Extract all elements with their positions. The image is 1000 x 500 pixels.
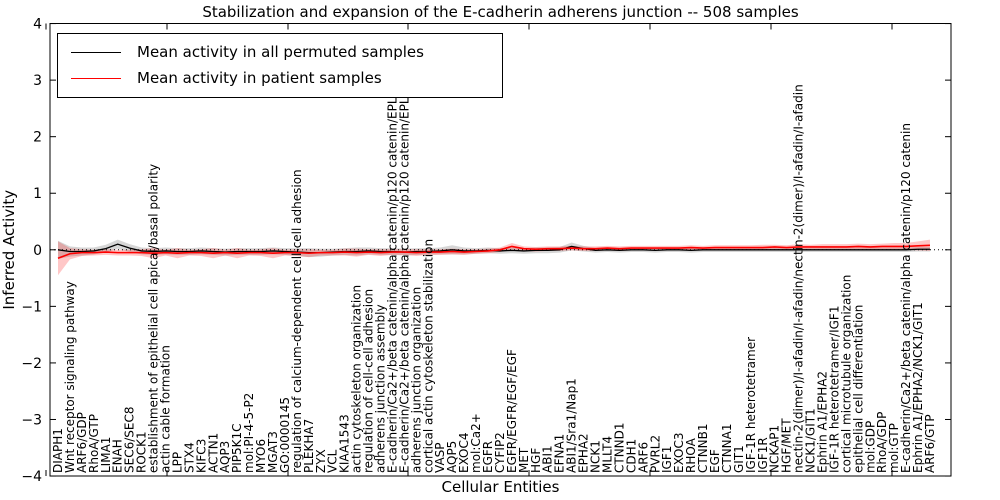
- y-tick-label: −2: [21, 356, 42, 372]
- x-tick-label: IGF1R: [756, 437, 770, 473]
- x-tick-label: nectin-2(dimer)/I-afadin/I-afadin/nectin…: [792, 84, 806, 473]
- y-tick-label: 0: [33, 243, 42, 259]
- x-tick-label: PVRL2: [648, 435, 662, 473]
- x-tick-label: NCK1/GIT1: [804, 408, 818, 473]
- y-tick-label: 3: [33, 73, 42, 89]
- x-tick-label: actin cable formation: [159, 345, 173, 473]
- x-tick-label: GO:0000145: [278, 397, 292, 473]
- x-tick-label: CYFIP2: [493, 432, 507, 473]
- x-tick-label: MLLT4: [600, 436, 614, 473]
- x-tick-label: ENAH: [111, 439, 125, 473]
- x-tick-label: MET: [517, 447, 531, 473]
- x-tick-label: HGF/MET: [780, 418, 794, 473]
- legend-label-patient: Mean activity in patient samples: [137, 69, 382, 87]
- x-tick-label: HGF: [529, 448, 543, 473]
- x-tick-label: PIP5K1C: [230, 423, 244, 473]
- x-tick-label: ZYX: [314, 449, 328, 473]
- y-tick-label: −1: [21, 299, 42, 315]
- x-tick-label: GIT1: [732, 445, 746, 473]
- confidence-band-patient: [58, 239, 930, 276]
- x-tick-label: ACTN1: [206, 433, 220, 473]
- x-tick-label: IGF1: [660, 446, 674, 473]
- x-tick-label: ARF6/GTP: [923, 414, 937, 473]
- x-tick-label: E-cadherin/Ca2+/beta catenin/alpha caten…: [899, 123, 913, 473]
- x-tick-label: IGF-1R heterotetramer/IGF1: [827, 306, 841, 473]
- x-tick-label: regulation of calcium-dependent cell-cel…: [290, 169, 304, 473]
- x-tick-label: MYO6: [254, 439, 268, 473]
- x-tick-label: VCL: [326, 449, 340, 473]
- y-tick-label: 1: [33, 186, 42, 202]
- x-tick-label: mol:Ca2+: [469, 413, 483, 473]
- y-tick-label: −3: [21, 412, 42, 428]
- x-tick-label: Ephrin A1/EPHA2: [815, 371, 829, 473]
- legend-item-patient: Mean activity in patient samples: [71, 71, 502, 86]
- x-tick-label: LPP: [170, 452, 184, 473]
- confidence-band-permuted: [58, 239, 930, 259]
- y-axis-label: Inferred Activity: [0, 190, 18, 310]
- x-tick-label: EGFR/EGFR/EGF/EGF: [505, 349, 519, 473]
- x-tick-label: ARF6: [636, 442, 650, 473]
- x-tick-label: DIAPH1: [51, 428, 65, 473]
- x-tick-label: EXOC4: [457, 433, 471, 474]
- x-tick-label: actin cytoskeleton organization: [350, 285, 364, 473]
- x-tick-label: EXOC3: [672, 433, 686, 474]
- x-tick-label: mol:GTP: [887, 423, 901, 473]
- x-tick-label: CTNNB1: [696, 423, 710, 473]
- x-tick-label: cortical microtubule organization: [839, 275, 853, 473]
- x-tick-label: EFNA1: [553, 434, 567, 473]
- legend-line-patient-icon: [71, 78, 121, 79]
- x-axis-label: Cellular Entities: [442, 478, 560, 496]
- x-tick-label: CDH1: [624, 439, 638, 473]
- x-tick-label: SEC6/SEC8: [123, 407, 137, 473]
- x-tick-label: PLEKHA7: [302, 419, 316, 473]
- x-tick-label: epithelial cell differentiation: [851, 305, 865, 473]
- x-tick-label: EGF: [708, 449, 722, 473]
- x-tick-label: adherens junction assembly: [374, 304, 388, 473]
- legend-line-permuted-icon: [71, 52, 121, 53]
- x-tick-label: ABI1: [541, 445, 555, 473]
- x-tick-label: Wnt receptor signaling pathway: [63, 281, 77, 473]
- x-tick-label: RhoA/GTP: [87, 414, 101, 473]
- x-tick-label: E-cadherin/Ca2+/beta catenin/alpha caten…: [397, 57, 411, 473]
- x-tick-label: cortical actin cytoskeleton stabilizatio…: [421, 239, 435, 473]
- y-tick-label: 2: [33, 130, 42, 146]
- x-tick-label: IGF-1R heterotetramer: [744, 337, 758, 473]
- x-tick-label: CTNNA1: [720, 423, 734, 473]
- x-tick-label: NCK1: [589, 440, 603, 473]
- series-line-patient: [57, 244, 931, 260]
- x-tick-label: NCKAP1: [768, 425, 782, 473]
- x-tick-label: ARF6/GDP: [75, 412, 89, 473]
- x-tick-label: LIMA1: [99, 437, 113, 473]
- x-tick-label: AQP5: [445, 441, 459, 473]
- x-tick-label: RhoA/GDP: [875, 412, 889, 473]
- x-tick-label: Ephrin A1/EPHA2/NCK1/GIT1: [911, 302, 925, 473]
- legend: Mean activity in all permuted samples Me…: [57, 33, 503, 98]
- x-tick-label: mol:PI-4-5-P2: [242, 393, 256, 473]
- x-tick-label: VASP: [433, 442, 447, 473]
- x-tick-label: ABI1/Sra1/Nap1: [565, 378, 579, 473]
- x-tick-label: KIFC3: [194, 439, 208, 473]
- x-tick-label: establishment of epithelial cell apical/…: [147, 164, 161, 473]
- x-tick-label: adherens junction organization: [409, 287, 423, 473]
- x-tick-label: EGFR: [481, 441, 495, 473]
- x-tick-label: AQP3: [218, 441, 232, 473]
- x-tick-label: EPHA2: [577, 433, 591, 473]
- x-tick-label: mol:GDP: [863, 421, 877, 473]
- legend-item-permuted: Mean activity in all permuted samples: [71, 45, 502, 60]
- x-tick-label: ROCK1: [135, 431, 149, 473]
- x-tick-label: E-cadherin/Ca2+/beta catenin/alpha caten…: [385, 85, 399, 473]
- y-tick-label: 4: [33, 17, 42, 33]
- x-tick-label: MGAT3: [266, 431, 280, 473]
- x-tick-label: KIAA1543: [338, 414, 352, 473]
- x-tick-label: RHOA: [684, 437, 698, 473]
- legend-label-permuted: Mean activity in all permuted samples: [137, 43, 424, 61]
- x-tick-label: STX4: [182, 442, 196, 473]
- x-tick-label: CTNND1: [612, 422, 626, 473]
- y-tick-label: −4: [21, 469, 42, 485]
- chart-title: Stabilization and expansion of the E-cad…: [202, 3, 799, 21]
- x-tick-label: regulation of cell-cell adhesion: [362, 289, 376, 473]
